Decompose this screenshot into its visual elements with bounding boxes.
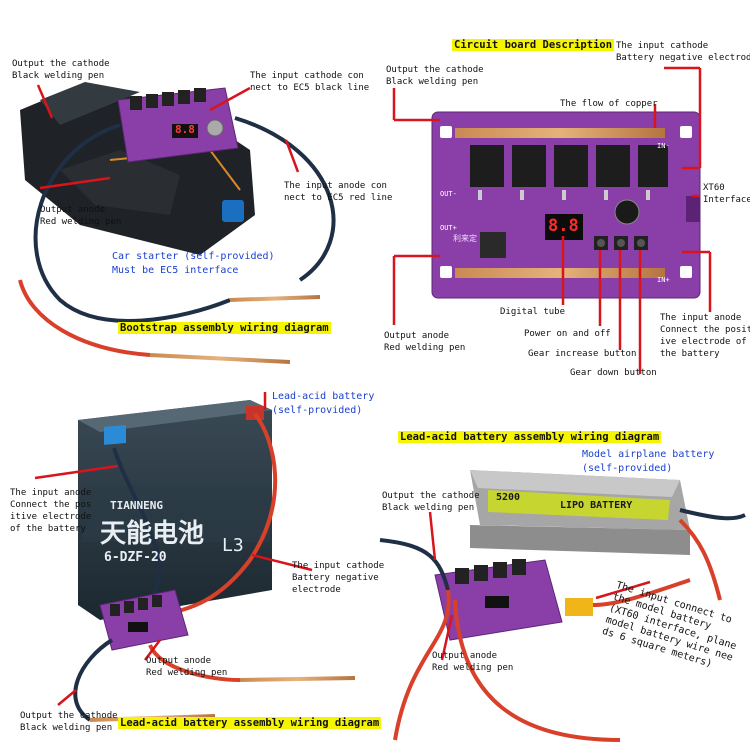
q2-title: Circuit board Description	[452, 39, 615, 51]
digital-tube	[545, 214, 583, 240]
q2-display-digits: 8.8	[548, 216, 579, 236]
q2-pad-in-plus: IN+	[657, 276, 670, 284]
q3-battery-logo: TIANNENG	[110, 499, 163, 512]
q1-black-pen	[229, 295, 321, 302]
q3-title: Lead-acid battery assembly wiring diagra…	[118, 717, 382, 729]
q2-brand-print: 利来定	[453, 234, 477, 243]
q4-pointers	[428, 511, 651, 661]
q1-input-cathode-label: The input cathode con nect to EC5 black …	[250, 71, 370, 93]
q3-battery-brand: 天能电池	[100, 519, 205, 549]
q3-battery-model: 6-DZF-20	[104, 550, 167, 565]
q1-red-pen	[149, 353, 291, 364]
q2-pad-out-plus: OUT+	[440, 224, 457, 232]
q2-input-anode-label: The input anode Connect the posit ive el…	[660, 313, 750, 359]
q1-title: Bootstrap assembly wiring diagram	[118, 322, 331, 334]
q2-pointers	[392, 66, 712, 374]
q3-battery-l3: L3	[222, 535, 244, 556]
q2-gear-up-label: Gear increase button	[528, 349, 637, 359]
copper-bar-top	[455, 128, 665, 138]
q2-input-cathode-label: The input cathode Battery negative elect…	[616, 41, 750, 63]
q3-red-wire	[159, 412, 278, 617]
q3-pointers	[34, 392, 313, 706]
q4-lipo-battery	[470, 470, 690, 555]
xt60-plug	[565, 598, 593, 616]
q1-display-digits: 8.8	[175, 123, 195, 136]
q4-board	[434, 559, 593, 641]
q4-output-anode-label: Output anode Red welding pen	[432, 651, 514, 673]
q1-black-wire	[33, 123, 231, 323]
q4-title: Lead-acid battery assembly wiring diagra…	[398, 431, 662, 443]
q2-gear-down-label: Gear down button	[570, 368, 657, 378]
ec5-connector	[222, 200, 244, 222]
q2-copper-label: The flow of copper	[560, 99, 658, 109]
q3-input-anode-label: The input anode Connect the pos itive el…	[10, 488, 92, 534]
q1-output-cathode-label: Output the cathode Black welding pen	[12, 59, 110, 81]
q3-output-anode-label: Output anode Red welding pen	[146, 656, 228, 678]
q1-input-anode-label: The input anode con nect to EC5 red line	[284, 181, 393, 203]
q4-lipo-capacity: 5200	[496, 492, 521, 503]
q3-red-pen	[239, 676, 356, 682]
q2-digital-tube-label: Digital tube	[500, 307, 566, 317]
copper-bar-bottom	[455, 268, 665, 278]
q2-pad-in-minus: IN-	[657, 142, 670, 150]
q2-output-anode-label: Output anode Red welding pen	[384, 331, 466, 353]
q3-input-cathode-label: The input cathode Battery negative elect…	[292, 561, 385, 595]
q1-black-wire-2	[234, 116, 336, 282]
q4-lipo-text: LIPO BATTERY	[560, 500, 633, 511]
q3-output-cathode-label: Output the cathode Black welding pen	[20, 711, 118, 733]
q2-output-cathode-label: Output the cathode Black welding pen	[386, 65, 484, 87]
q4-model-battery-label: Model airplane battery (self-provided)	[582, 449, 715, 474]
q2-xt60-label: XT60 Interface	[703, 183, 750, 205]
q4-battery-lead	[678, 518, 722, 601]
q1-car-starter-label: Car starter (self-provided) Must be EC5 …	[112, 251, 275, 276]
q2-power-label: Power on and off	[524, 329, 611, 339]
q3-board	[99, 589, 189, 651]
q4-output-cathode-label: Output the cathode Black welding pen	[382, 491, 480, 513]
q2-circuit-board	[431, 111, 701, 299]
q2-pad-out-minus: OUT-	[440, 190, 457, 198]
q1-pointers	[36, 84, 300, 190]
q1-output-anode-label: Output anode Red welding pen	[40, 205, 122, 227]
q3-battery-photo	[78, 400, 272, 620]
q3-black-wire	[112, 447, 162, 602]
q3-battery-label: Lead-acid battery (self-provided)	[272, 391, 375, 416]
q1-board	[117, 87, 239, 163]
